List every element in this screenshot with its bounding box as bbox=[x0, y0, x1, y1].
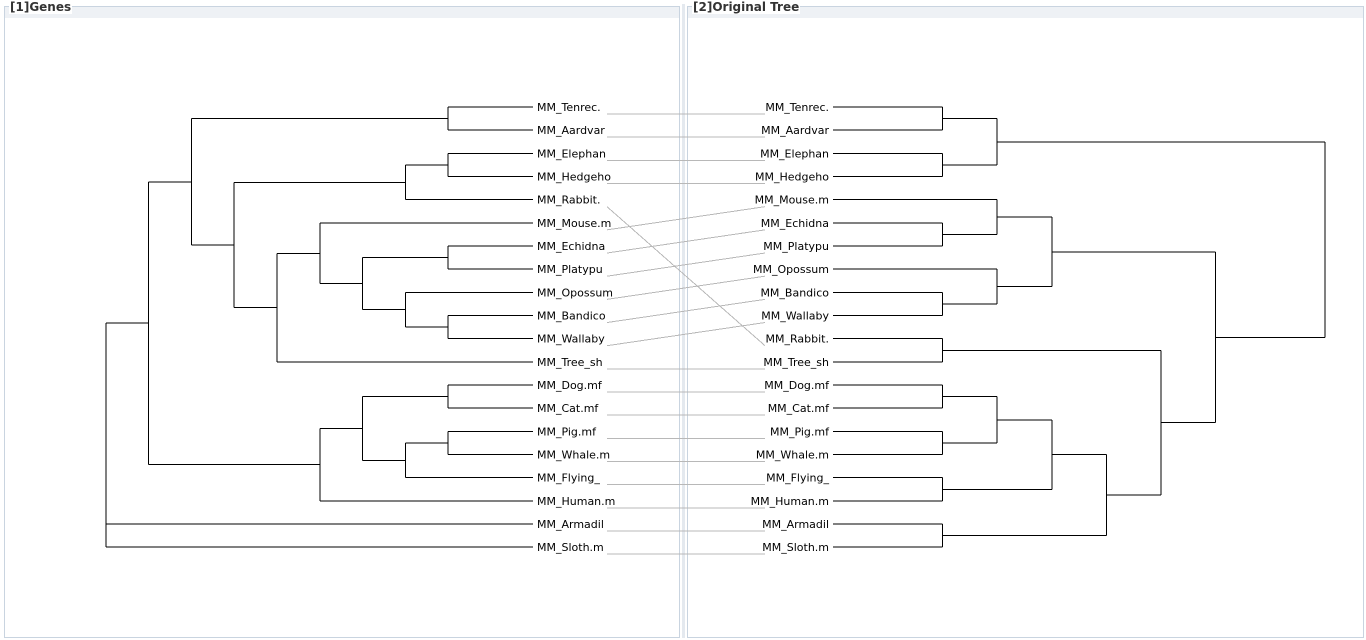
leaf-label[interactable]: MM_Dog.mf bbox=[764, 379, 830, 392]
leaf-label[interactable]: MM_Hedgeho bbox=[755, 171, 829, 184]
leaf-label[interactable]: MM_Sloth.m bbox=[537, 541, 604, 554]
leaf-label[interactable]: MM_Opossum bbox=[537, 286, 613, 299]
leaf-label[interactable]: MM_Bandico bbox=[760, 286, 829, 299]
panel-splitter[interactable] bbox=[682, 4, 685, 638]
leaf-label[interactable]: MM_Tree_sh bbox=[763, 356, 829, 369]
leaf-label[interactable]: MM_Rabbit. bbox=[766, 333, 829, 346]
leaf-connector bbox=[606, 322, 766, 347]
leaf-label[interactable]: MM_Aardvar bbox=[537, 124, 605, 137]
leaf-label[interactable]: MM_Tenrec. bbox=[537, 101, 601, 114]
leaf-connectors bbox=[606, 113, 766, 555]
leaf-label[interactable]: MM_Opossum bbox=[753, 263, 829, 276]
leaf-label[interactable]: MM_Echidna bbox=[761, 217, 829, 230]
leaf-label[interactable]: MM_Sloth.m bbox=[762, 541, 829, 554]
leaf-connector bbox=[606, 229, 766, 254]
leaf-label[interactable]: MM_Mouse.m bbox=[755, 194, 829, 207]
leaf-label[interactable]: MM_Whale.m bbox=[537, 449, 610, 462]
leaf-label[interactable]: MM_Pig.mf bbox=[770, 425, 830, 438]
leaf-label[interactable]: MM_Human.m bbox=[537, 495, 615, 508]
leaf-label[interactable]: MM_Tenrec. bbox=[765, 101, 829, 114]
leaf-label[interactable]: MM_Elephan bbox=[537, 147, 606, 160]
leaf-label[interactable]: MM_Flying_ bbox=[766, 472, 829, 485]
panel-header-band bbox=[688, 7, 1363, 18]
genes-tree-panel: [1]Genes bbox=[4, 0, 680, 638]
leaf-label[interactable]: MM_Mouse.m bbox=[537, 217, 611, 230]
leaf-label[interactable]: MM_Elephan bbox=[760, 147, 829, 160]
leaf-connector bbox=[606, 206, 766, 347]
leaf-label[interactable]: MM_Dog.mf bbox=[537, 379, 603, 392]
leaf-label[interactable]: MM_Flying_ bbox=[537, 472, 600, 485]
leaf-connector bbox=[606, 252, 766, 277]
leaf-label[interactable]: MM_Bandico bbox=[537, 310, 606, 323]
leaf-label[interactable]: MM_Human.m bbox=[751, 495, 829, 508]
leaf-connector bbox=[606, 298, 766, 324]
leaf-label[interactable]: MM_Armadil bbox=[537, 518, 604, 531]
leaf-label[interactable]: MM_Wallaby bbox=[761, 310, 829, 323]
leaf-label[interactable]: MM_Echidna bbox=[537, 240, 605, 253]
leaf-label[interactable]: MM_Cat.mf bbox=[537, 402, 599, 415]
genes-panel-title: [1]Genes bbox=[9, 0, 73, 14]
leaf-label[interactable]: MM_Whale.m bbox=[756, 449, 829, 462]
leaf-label[interactable]: MM_Hedgeho bbox=[537, 171, 611, 184]
leaf-label[interactable]: MM_Armadil bbox=[762, 518, 829, 531]
panel-header-band bbox=[5, 7, 679, 18]
leaf-label[interactable]: MM_Tree_sh bbox=[537, 356, 603, 369]
leaf-connector bbox=[606, 206, 766, 231]
original-tree-panel-title: [2]Original Tree bbox=[692, 0, 801, 14]
leaf-label[interactable]: MM_Aardvar bbox=[761, 124, 829, 137]
leaf-label[interactable]: MM_Pig.mf bbox=[537, 425, 597, 438]
leaf-label[interactable]: MM_Platypu bbox=[537, 263, 603, 276]
leaf-label[interactable]: MM_Cat.mf bbox=[768, 402, 830, 415]
leaf-label[interactable]: MM_Wallaby bbox=[537, 333, 605, 346]
leaf-connector bbox=[606, 275, 766, 300]
leaf-label[interactable]: MM_Rabbit. bbox=[537, 194, 600, 207]
original-tree-panel: [2]Original Tree bbox=[687, 0, 1364, 638]
genes-tree: MM_Tenrec. MM_AardvarMM_ElephanMM_Hedgeho… bbox=[105, 101, 615, 554]
original-tree: MM_Tenrec. MM_AardvarMM_ElephanMM_Hedgeho… bbox=[751, 101, 1326, 554]
leaf-label[interactable]: MM_Platypu bbox=[763, 240, 829, 253]
